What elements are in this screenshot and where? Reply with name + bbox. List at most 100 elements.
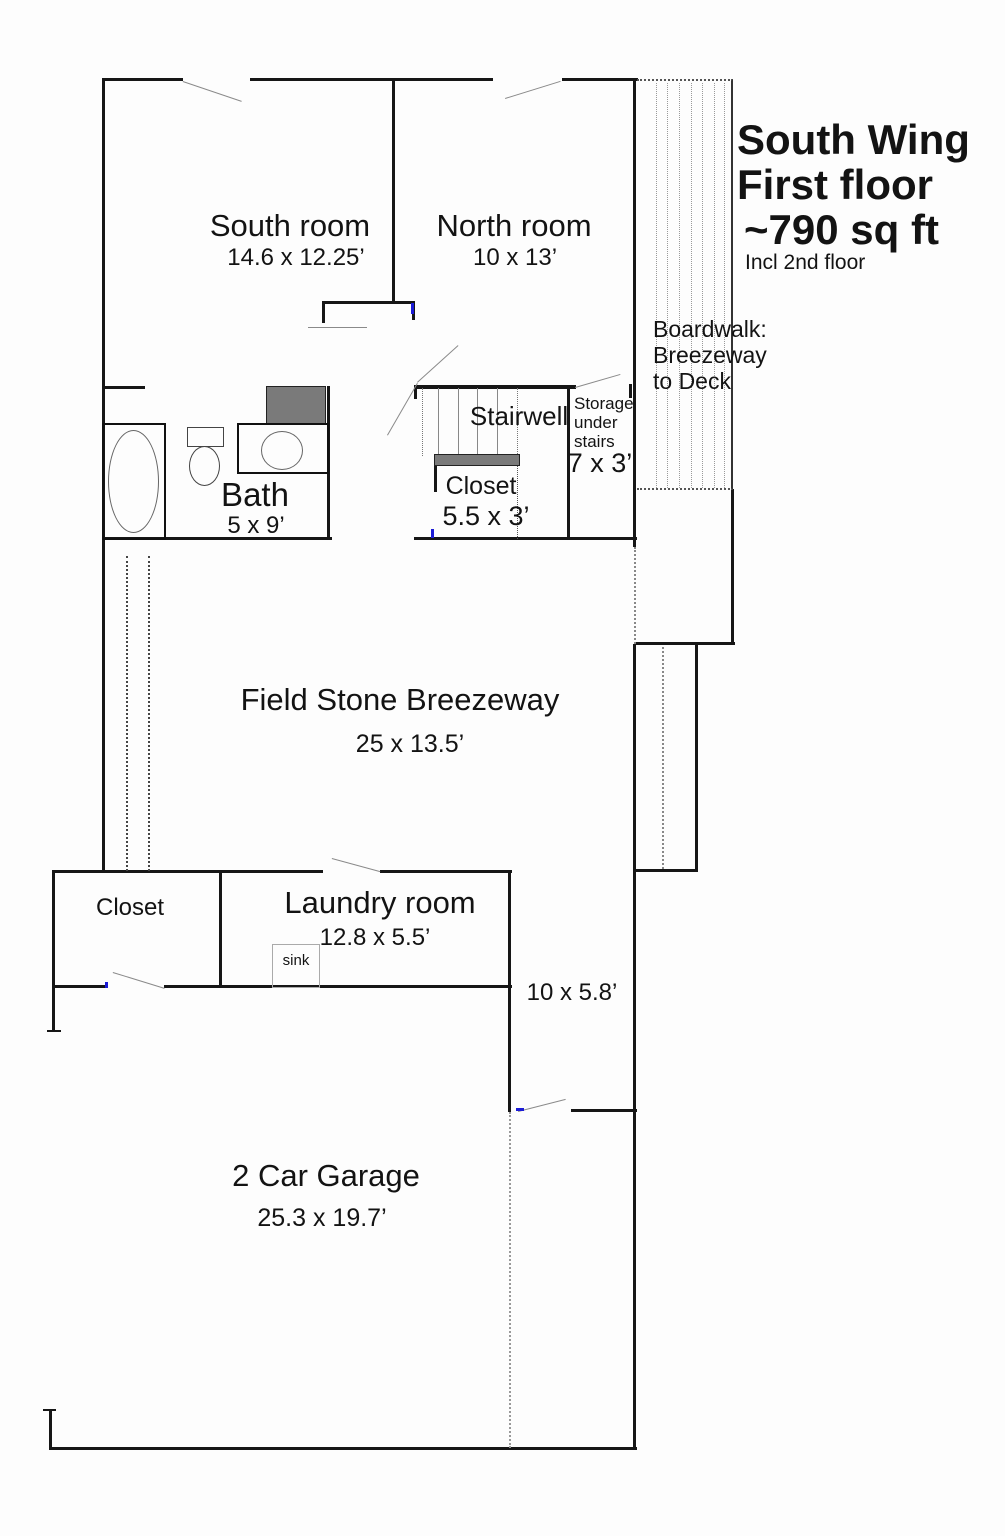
boardwalk-plank (724, 83, 725, 488)
toilet-tank-icon (187, 427, 224, 447)
door-swing-north-room (505, 80, 561, 99)
wall-walkway-right (695, 644, 698, 872)
wall-southroom-bottom (103, 386, 145, 389)
storage-dims: 7 x 3’ (567, 448, 633, 478)
boardwalk-label-line2: Breezeway (653, 342, 767, 368)
breezeway-screen-line-1 (126, 556, 128, 871)
stair-closet-dims: 5.5 x 3’ (442, 501, 530, 531)
boardwalk-plank (691, 83, 692, 488)
bathtub-enclosure (102, 423, 166, 540)
door-swing-stairs-b (417, 345, 459, 383)
north-room-label: North room (436, 208, 592, 243)
wall-deck-bottom (634, 642, 735, 645)
door-swing-stairs-a (387, 383, 418, 436)
stairwell-label: Stairwell (469, 401, 569, 431)
stair-closet-header (434, 454, 520, 466)
bath-sink-basin-icon (261, 431, 303, 470)
stair-tread (458, 388, 459, 456)
boardwalk-plank (667, 83, 668, 488)
wall-stairs-jamb (414, 386, 417, 399)
north-room-dims: 10 x 13’ (472, 244, 558, 271)
stair-closet-dotted-right (517, 465, 518, 539)
passage-dims: 10 x 5.8’ (526, 979, 618, 1006)
breezeway-screen-line-2 (148, 556, 150, 871)
chimney-block (266, 386, 326, 424)
wall-closet-left (52, 870, 55, 1032)
wall-top-south-left (103, 78, 183, 81)
wall-stairwell-right (567, 386, 570, 540)
door-swing-storage (575, 373, 621, 388)
stair-tread (438, 388, 439, 456)
laundry-sink-label: sink (282, 952, 310, 969)
wall-garage-left-stub (49, 1409, 52, 1449)
stair-tread (497, 388, 498, 456)
wall-closet-laundry-divider (219, 870, 222, 988)
door-swing-laundry (331, 858, 381, 873)
boardwalk-plank (656, 83, 657, 488)
boardwalk-label-line3: to Deck (653, 368, 731, 394)
closet-label: Closet (95, 894, 165, 921)
storage-label-line2: under (574, 413, 618, 432)
wall-garage-bottom (49, 1447, 637, 1450)
garage-dims: 25.3 x 19.7’ (257, 1204, 387, 1232)
wall-storage-jamb (629, 384, 632, 398)
plan-title-note: Incl 2nd floor (745, 251, 866, 274)
bath-dims: 5 x 9’ (227, 512, 285, 539)
plan-title-line1: South Wing (737, 116, 970, 163)
door-swing-south-room (182, 81, 242, 102)
wall-stairs-top (414, 385, 576, 389)
stair-tread (422, 388, 423, 456)
wall-laundry-right (508, 870, 511, 1112)
storage-label-line3: stairs (574, 432, 615, 451)
wall-hall-top (322, 301, 415, 304)
garage-ceiling-dotted (509, 1112, 511, 1448)
wall-bath-bottom (102, 537, 332, 540)
deck-opening-dotted (634, 547, 636, 644)
door-swing-closet (112, 972, 165, 989)
bathtub-icon (108, 430, 159, 533)
wall-laundry-top-right (380, 870, 512, 873)
wall-top-north-right (562, 78, 638, 81)
plan-title-line2: First floor (737, 161, 933, 208)
boardwalk-strip (637, 79, 733, 490)
blue-tick (431, 529, 434, 538)
wall-laundry-bottom (164, 985, 512, 988)
wall-stair-closet-left (434, 465, 437, 492)
laundry-label: Laundry room (284, 885, 476, 920)
toilet-bowl-icon (189, 446, 220, 486)
breezeway-label: Field Stone Breezeway (240, 682, 560, 717)
boardwalk-label-line1: Boardwalk: (653, 316, 767, 342)
wall-top-middle (250, 78, 493, 81)
breezeway-dims: 25 x 13.5’ (355, 730, 465, 758)
stair-closet-label: Closet (445, 472, 517, 500)
garage-label: 2 Car Garage (232, 1158, 420, 1193)
wall-closet-bottom (52, 985, 106, 988)
wall-walkway-bottom (634, 869, 698, 872)
wall-right-main-lower (633, 644, 636, 1449)
door-swing-passage (518, 1098, 566, 1112)
wall-laundry-top-left (52, 870, 323, 873)
walkway-center-dotted (662, 647, 664, 869)
wall-garage-stub-tick (43, 1409, 56, 1411)
stair-tread (517, 388, 518, 456)
wall-hall-leg-left (322, 301, 325, 323)
storage-label-line1: Storage (574, 394, 634, 413)
plan-title-line3: ~790 sq ft (744, 206, 939, 253)
laundry-sink-box (272, 944, 320, 988)
door-swing-hall (308, 327, 367, 328)
laundry-dims: 12.8 x 5.5’ (319, 924, 431, 951)
boardwalk-plank (714, 83, 715, 488)
blue-tick (411, 303, 414, 314)
wall-room-divider (392, 78, 395, 304)
blue-tick (516, 1108, 524, 1111)
south-room-dims: 14.6 x 12.25’ (227, 244, 365, 271)
wall-right-main-upper (633, 78, 636, 547)
bath-sink-counter (237, 423, 329, 474)
stair-tread (477, 388, 478, 456)
boardwalk-plank (702, 83, 703, 488)
south-room-label: South room (209, 208, 371, 243)
boardwalk-plank (679, 83, 680, 488)
wall-deck-right (731, 489, 734, 645)
wall-passage-bottom (571, 1109, 637, 1112)
